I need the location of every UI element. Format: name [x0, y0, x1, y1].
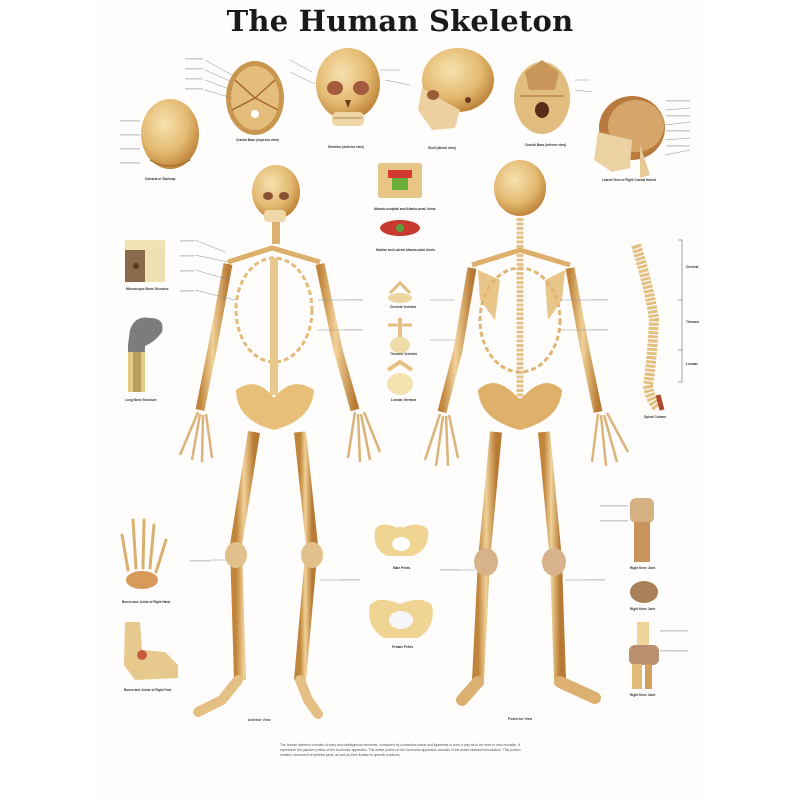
- poster-title: The Human Skeleton: [226, 4, 574, 38]
- hand-figure: [120, 518, 168, 589]
- foot-figure: [124, 622, 178, 680]
- cranial-base-internal-figure: [226, 61, 284, 135]
- spinal-column-figure: [631, 239, 683, 412]
- spine-region-thoracic: Thoracic: [686, 320, 700, 324]
- knee-anterior-figure: [630, 498, 654, 562]
- thoracic-vertebra-figure: [388, 318, 412, 353]
- knee-posterior-figure: [629, 622, 659, 689]
- caption-atlanto-occipital: Atlanto-occipital and Atlanto-axial Join…: [374, 207, 436, 211]
- caption-skull-lateral: Skull (lateral view): [428, 146, 456, 150]
- spine-region-lumbar: Lumbar: [686, 362, 698, 366]
- calvaria-figure: [141, 99, 199, 169]
- anterior-view-label: Anterior View: [248, 718, 271, 722]
- caption-foot: Bones and Joints of Right Foot: [124, 688, 172, 692]
- label-leader-lines: [194, 59, 691, 581]
- caption-median-atlanto-axial: Median and Lateral Atlanto-axial Joints: [376, 248, 436, 252]
- lumbar-vertebra-figure: [386, 359, 414, 395]
- caption-knee-anterior: Right Knee Joint: [630, 566, 656, 570]
- caption-cranial-base-external: Cranial Base (inferior view): [525, 143, 567, 147]
- caption-thoracic-vertebra: Thoracic Vertebra: [390, 352, 417, 356]
- posterior-skeleton-figure: [423, 160, 630, 706]
- caption-skull-anterior: Skeleton (anterior view): [328, 145, 364, 149]
- skeleton-description: The human skeleton consists of bony and …: [280, 743, 521, 757]
- caption-hand: Bones and Joints of Right Hand: [122, 600, 171, 604]
- caption-bone-structure: Microscopic Bone Structure: [126, 287, 169, 291]
- caption-calvaria: Calvaria or Skullcap: [145, 177, 176, 181]
- female-pelvis-figure: [369, 599, 433, 638]
- atlanto-occipital-figure: [378, 163, 422, 198]
- spine-region-cervical: Cervical: [686, 265, 699, 269]
- caption-male-pelvis: Male Pelvis: [393, 566, 411, 570]
- caption-spinal-column: Spinal Column: [644, 415, 667, 419]
- caption-cervical-vertebra: Cervical Vertebra: [390, 305, 417, 309]
- anterior-skeleton-figure: [178, 165, 382, 719]
- caption-female-pelvis: Female Pelvis: [392, 645, 414, 649]
- tiny-label-placeholders: [120, 58, 690, 652]
- cervical-vertebra-figure: [388, 280, 412, 303]
- skull-lateral-figure: [418, 48, 494, 130]
- caption-knee-superior: Right Knee Joint: [630, 607, 656, 611]
- posterior-view-label: Posterior View: [508, 717, 533, 721]
- caption-skull-median: Lateral View of Right Cranial Halves: [602, 178, 657, 182]
- long-bone-figure: [128, 317, 163, 392]
- caption-long-bone: Long Bone Structure: [125, 398, 157, 402]
- median-atlanto-axial-figure: [380, 220, 420, 236]
- caption-lumbar-vertebra: Lumbar Vertebra: [391, 398, 417, 402]
- cranial-base-external-figure: [514, 60, 570, 134]
- skull-median-figure: [594, 96, 665, 178]
- knee-superior-figure: [630, 581, 658, 603]
- bone-structure-figure: [125, 240, 165, 282]
- caption-knee-posterior: Right Knee Joint: [630, 693, 656, 697]
- skull-anterior-figure: [316, 48, 380, 126]
- caption-cranial-base-internal: Cranial Base (superior view): [236, 138, 279, 142]
- male-pelvis-figure: [374, 524, 429, 556]
